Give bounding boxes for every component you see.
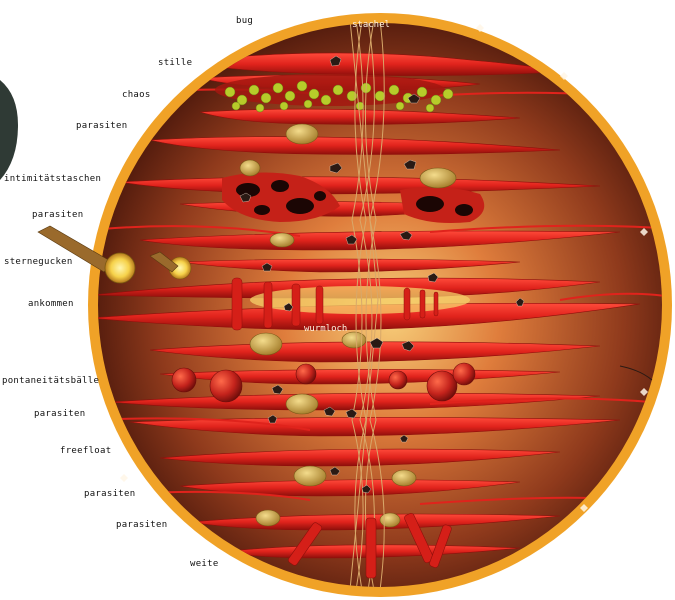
left-edge-shape <box>0 80 18 180</box>
label-spontaneitaetsbaelle: pontaneitätsbälle <box>2 376 99 386</box>
label-wurmloch: wurmloch <box>304 324 347 334</box>
label-stille: stille <box>158 58 192 68</box>
label-chaos: chaos <box>122 90 151 100</box>
label-sternegucken: sternegucken <box>4 257 73 267</box>
label-bug: bug <box>236 16 253 26</box>
label-ankommen: ankommen <box>28 299 74 309</box>
label-weite: weite <box>190 559 219 569</box>
label-parasiten-4: parasiten <box>84 489 135 499</box>
label-parasiten-2: parasiten <box>32 210 83 220</box>
label-parasiten-1: parasiten <box>76 121 127 131</box>
label-intimitaetstaschen: intimitätstaschen <box>4 174 101 184</box>
label-parasiten-3: parasiten <box>34 409 85 419</box>
label-parasiten-5: parasiten <box>116 520 167 530</box>
label-freefloat: freefloat <box>60 446 111 456</box>
label-stachel: stachel <box>352 20 390 30</box>
